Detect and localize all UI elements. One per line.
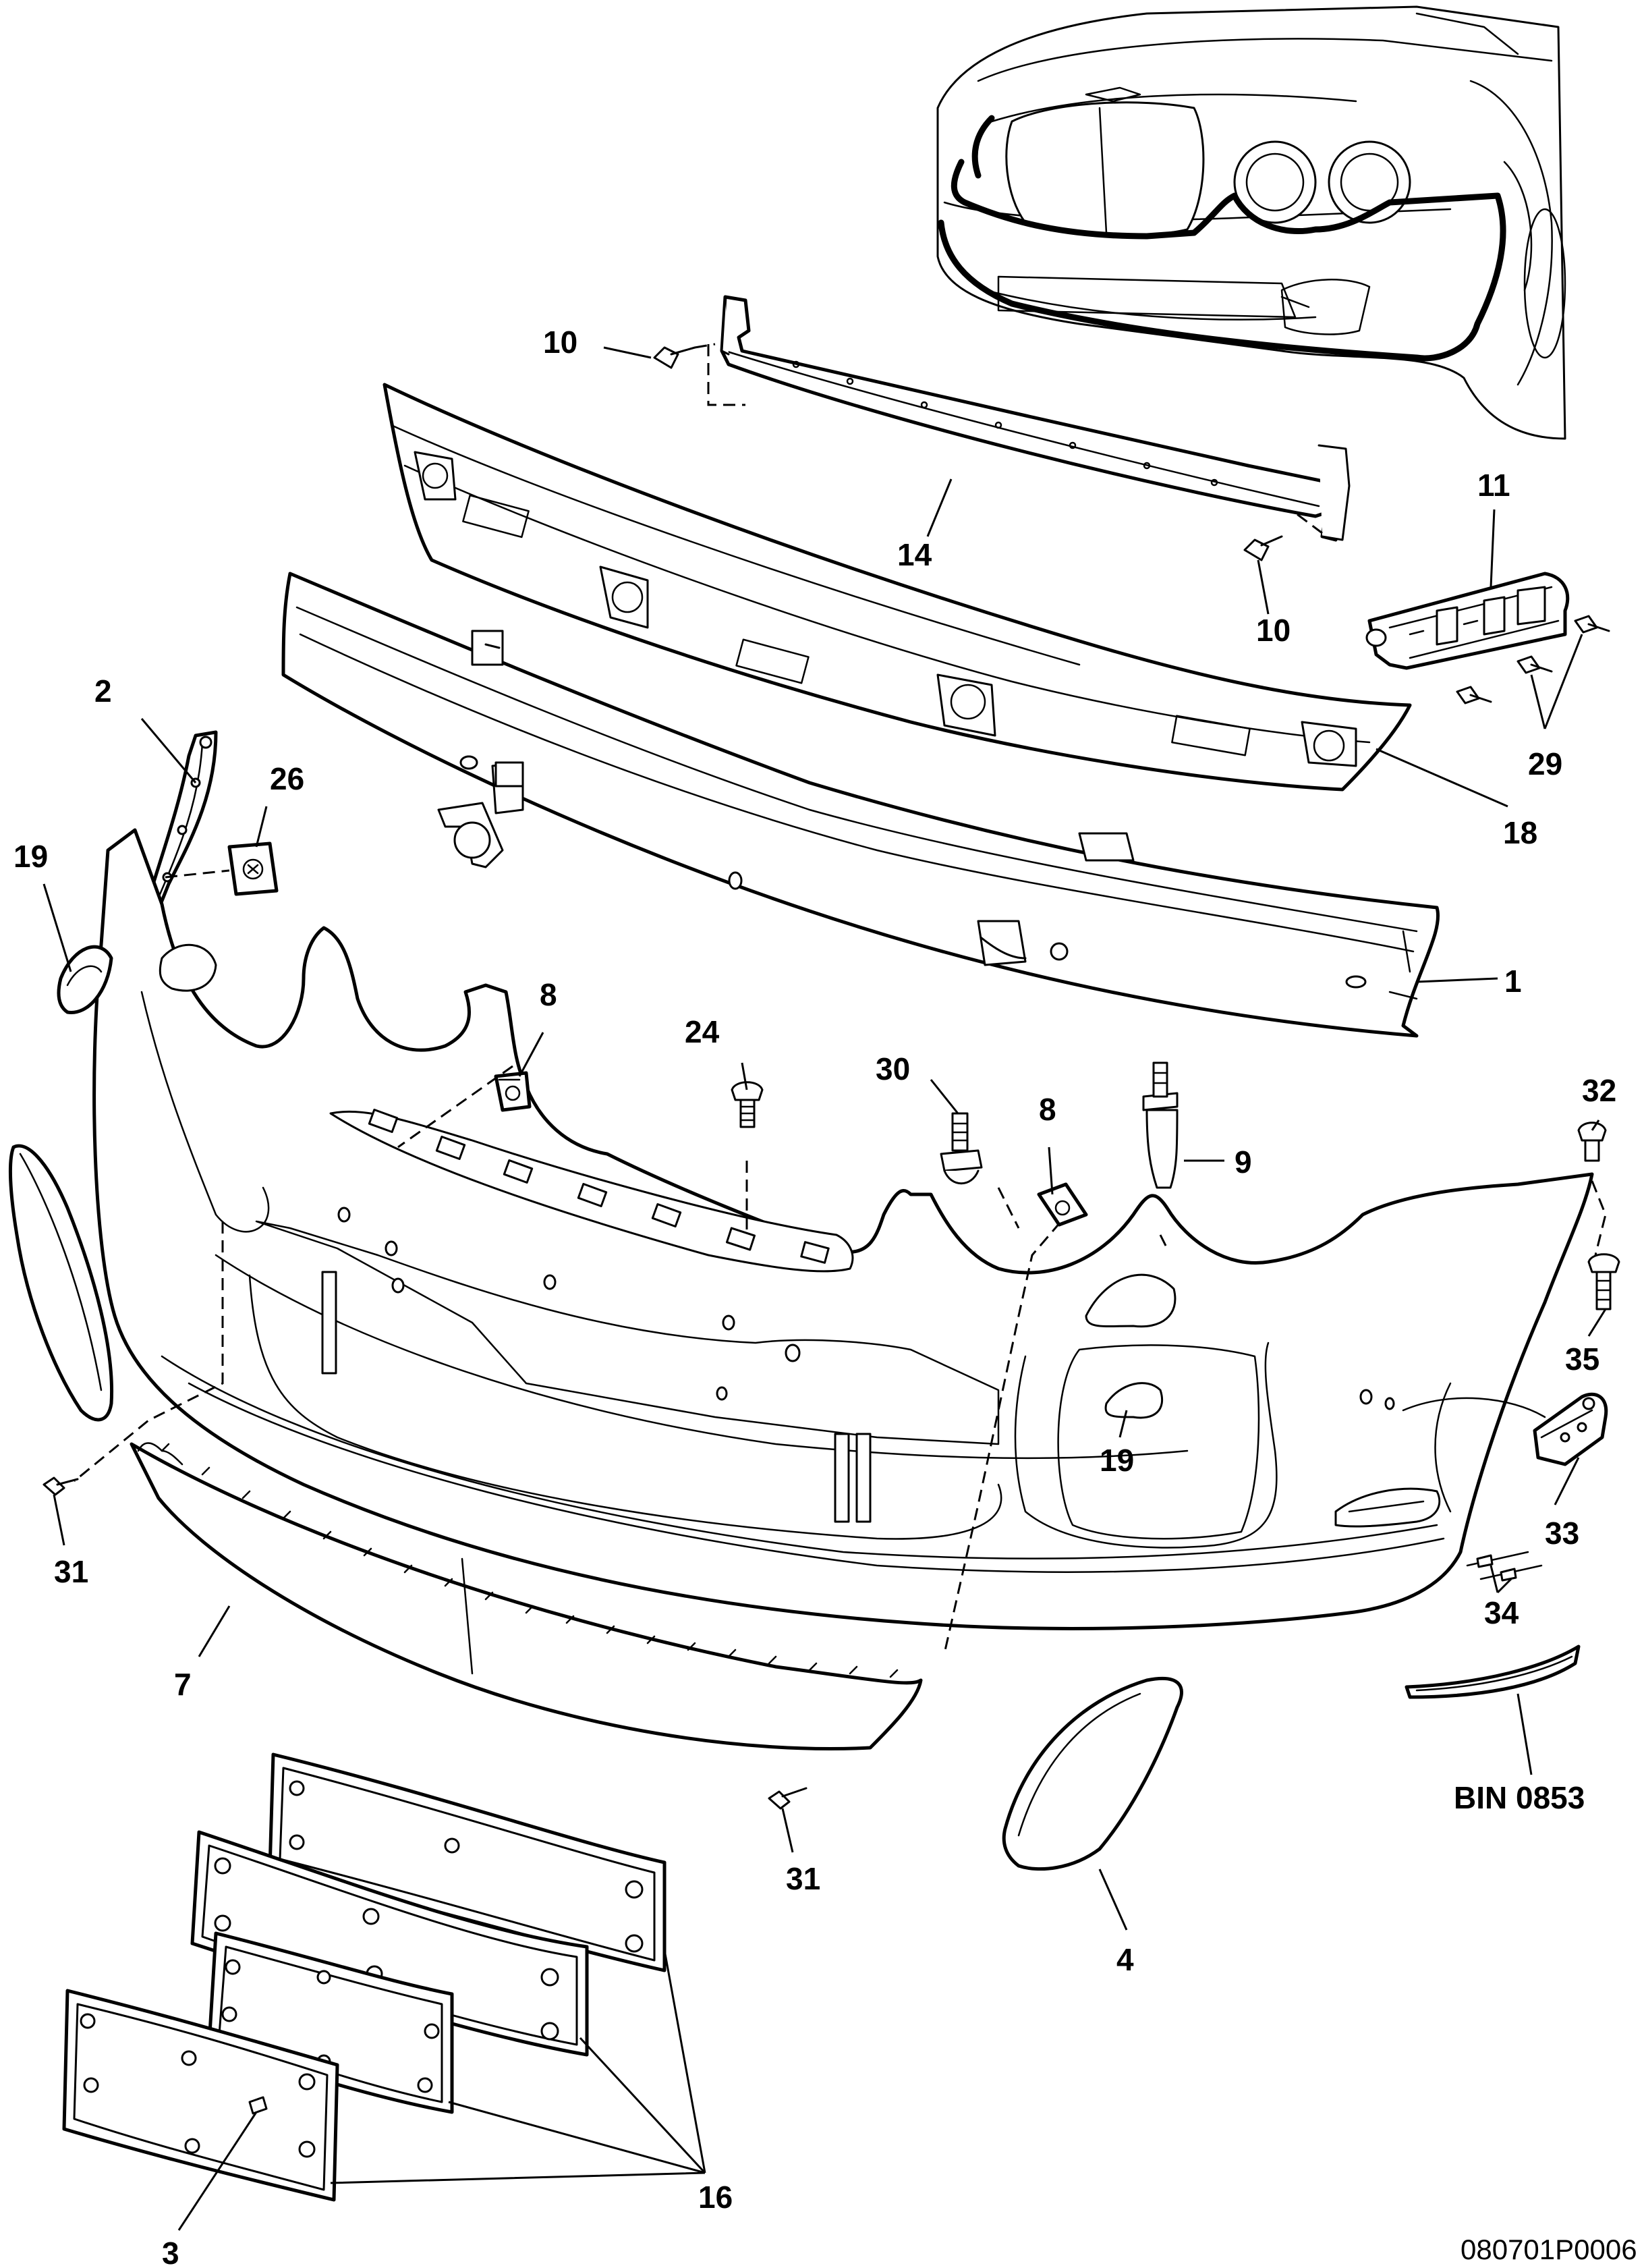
callout-18: 18 xyxy=(1503,815,1537,850)
side-bracket-part-11 xyxy=(1365,572,1570,670)
energy-absorber-part-18 xyxy=(382,383,1412,792)
callout-8-right: 8 xyxy=(1039,1092,1056,1127)
callout-30: 30 xyxy=(876,1051,910,1086)
callout-26: 26 xyxy=(270,761,304,796)
trim-strip-bin-0853 xyxy=(1405,1644,1581,1699)
bracket-part-33 xyxy=(1533,1392,1608,1466)
clip-nut-part-8-right xyxy=(1037,1182,1088,1227)
plate-bracket-part-16-middle xyxy=(190,1830,589,2057)
screw-part-10-top xyxy=(653,343,716,369)
bumper-cover xyxy=(74,828,1607,1654)
callout-16: 16 xyxy=(698,2180,733,2215)
callout-11: 11 xyxy=(1477,468,1510,503)
screw-part-35 xyxy=(1587,1253,1620,1310)
screw-part-31-right xyxy=(768,1787,807,1810)
clip-part-26 xyxy=(165,841,279,896)
callout-33: 33 xyxy=(1545,1516,1579,1551)
screw-part-24 xyxy=(731,1081,764,1128)
leader-lines xyxy=(42,346,1607,2231)
callout-19-left: 19 xyxy=(13,839,48,874)
callout-9: 9 xyxy=(1235,1144,1252,1180)
bin-label: BIN 0853 xyxy=(1454,1780,1585,1815)
plate-bracket-part-16-plate xyxy=(62,1989,339,2202)
callout-35: 35 xyxy=(1565,1342,1599,1377)
clip-part-32 xyxy=(1577,1122,1607,1162)
reflector-cap-part-19-left xyxy=(57,945,113,1014)
plate-bracket-part-16-front xyxy=(207,1931,454,2114)
bumper-beam-part-1 xyxy=(281,572,1440,1038)
callout-labels: 10 14 10 11 29 18 2 26 19 1 8 24 30 8 9 … xyxy=(13,325,1637,2268)
callout-10-right: 10 xyxy=(1256,613,1291,648)
pins-part-34 xyxy=(1466,1551,1543,1582)
callout-3: 3 xyxy=(162,2236,179,2268)
screw-part-10-right xyxy=(1243,535,1283,561)
clip-nut-part-8-left xyxy=(494,1071,532,1112)
callout-29: 29 xyxy=(1528,746,1562,781)
reinforcement-bar-part-14 xyxy=(707,295,1351,542)
screws-part-29 xyxy=(1456,615,1610,704)
side-grille-part-4 xyxy=(1002,1676,1183,1871)
stud-part-9 xyxy=(1142,1061,1179,1189)
bolt-part-30 xyxy=(940,1112,983,1185)
callout-34: 34 xyxy=(1484,1595,1519,1630)
callout-1: 1 xyxy=(1504,964,1522,999)
callout-7: 7 xyxy=(174,1667,192,1702)
callout-24: 24 xyxy=(685,1014,720,1049)
car-front-illustration xyxy=(936,5,1566,440)
reference-code: 080701P0006 xyxy=(1461,2234,1637,2265)
callout-14: 14 xyxy=(897,537,932,572)
callout-2: 2 xyxy=(94,673,112,709)
callout-31-left: 31 xyxy=(54,1554,88,1589)
side-grille-left xyxy=(8,1144,114,1422)
lower-grille-part-7 xyxy=(130,1442,923,1750)
callout-32: 32 xyxy=(1582,1073,1616,1108)
callout-19-right: 19 xyxy=(1100,1443,1134,1478)
callout-10-top: 10 xyxy=(543,325,577,360)
callout-31-right: 31 xyxy=(786,1861,820,1896)
callout-8-left: 8 xyxy=(540,977,557,1012)
screw-part-31-left xyxy=(42,1476,79,1496)
callout-4: 4 xyxy=(1116,1942,1134,1977)
